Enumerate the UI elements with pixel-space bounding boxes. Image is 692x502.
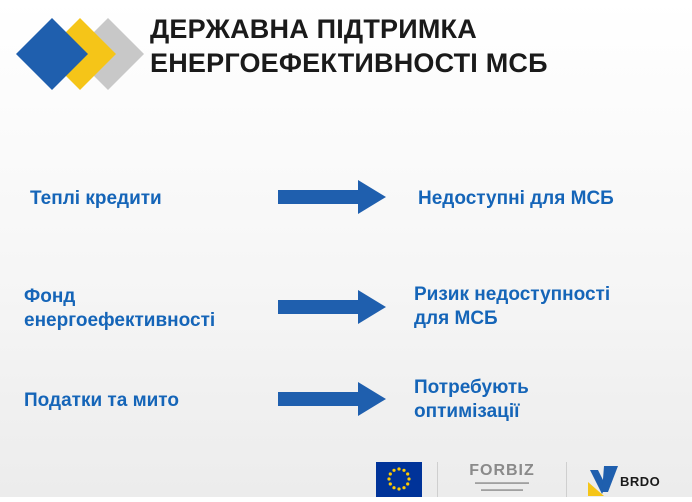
forbiz-logo-subtext-2: ▬▬▬▬▬▬▬ (481, 487, 523, 493)
row-1-left-text: Теплі кредити (30, 187, 162, 211)
row-1-left-line-1: Теплі кредити (30, 188, 162, 209)
row-2-left-line-2: енергоефективності (24, 310, 216, 331)
arrow-right-icon (278, 290, 388, 324)
forbiz-logo-text: FORBIZ (469, 462, 535, 479)
eu-flag-icon (376, 462, 422, 497)
brdo-logo: BRDO (584, 462, 684, 497)
row-3-left-text: Податки та мито (24, 389, 179, 413)
page-title: ДЕРЖАВНА ПІДТРИМКА ЕНЕРГОЕФЕКТИВНОСТІ МС… (150, 12, 548, 80)
footer-divider (437, 462, 438, 497)
arrow-right-icon (278, 180, 388, 214)
diamond-logo-icon (14, 14, 144, 94)
brdo-logo-icon (588, 466, 618, 496)
row-2-right-line-2: для МСБ (414, 308, 498, 329)
row-2-right-text: Ризик недоступності для МСБ (414, 283, 610, 331)
row-2-left-line-1: Фонд (24, 286, 76, 307)
row-3-right-line-2: оптимізації (414, 401, 520, 422)
row-3-left-line-1: Податки та мито (24, 390, 179, 411)
row-3-right-text: Потребують оптимізації (414, 376, 529, 424)
row-1-right-text: Недоступні для МСБ (418, 187, 614, 211)
arrow-right-icon (278, 382, 388, 416)
footer-divider (566, 462, 567, 497)
row-1-right-line-1: Недоступні для МСБ (418, 188, 614, 209)
row-2-right-line-1: Ризик недоступності (414, 284, 611, 305)
page-title-line-2: ЕНЕРГОЕФЕКТИВНОСТІ МСБ (150, 48, 548, 78)
forbiz-logo: FORBIZ ▬▬▬▬▬▬▬▬▬ ▬▬▬▬▬▬▬ (452, 462, 552, 497)
page-title-line-1: ДЕРЖАВНА ПІДТРИМКА (150, 14, 477, 44)
forbiz-logo-subtext-1: ▬▬▬▬▬▬▬▬▬ (475, 480, 529, 486)
row-2-left-text: Фонд енергоефективності (24, 285, 215, 333)
brdo-logo-text: BRDO (620, 474, 661, 489)
row-3-right-line-1: Потребують (414, 377, 529, 398)
